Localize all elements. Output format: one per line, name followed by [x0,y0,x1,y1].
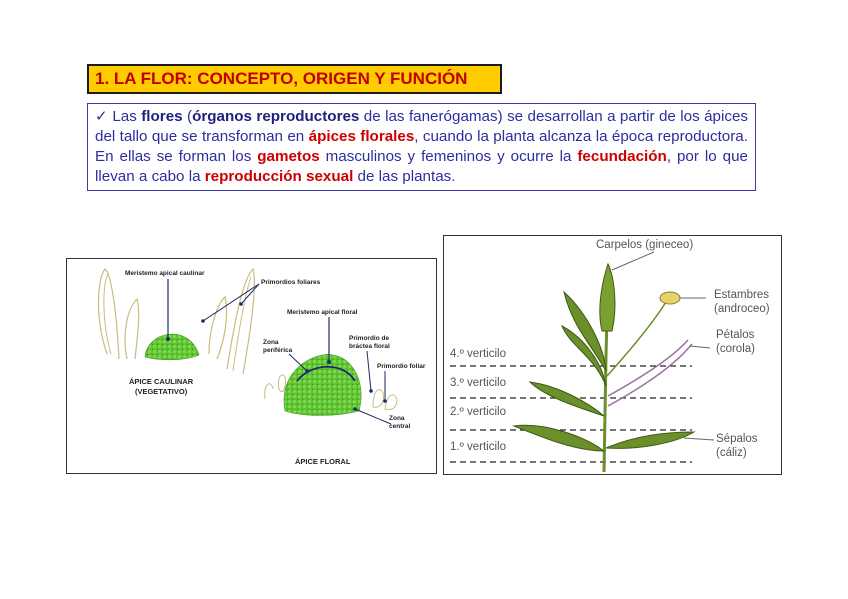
keyword-reproduccion-sexual: reproducción sexual [205,168,354,185]
text-segment: Las [108,108,141,125]
label-line: Sépalos [716,433,758,445]
caption-line: (VEGETATIVO) [135,387,187,396]
label-line: Estambres [714,289,769,301]
text-segment: ( [183,108,192,125]
label-carpelos: Carpelos (gineceo) [596,239,693,251]
text-segment: masculinos y femeninos y ocurre la [320,148,578,165]
label-line: Pétalos [716,329,754,341]
definition-paragraph: ✓ Las flores (órganos reproductores de l… [87,103,756,191]
caption-apice-caulinar: ÁPICE CAULINAR(VEGETATIVO) [129,377,193,397]
label-meristemo-caulinar: Meristemo apical caulinar [125,270,204,277]
label-line: (androceo) [714,303,770,315]
label-meristemo-floral: Meristemo apical floral [287,309,357,316]
label-verticilo-2: 2.º verticilo [450,406,506,418]
keyword-apices-florales: ápices florales [309,128,415,145]
check-mark-icon: ✓ [95,108,108,125]
label-sepalos: Sépalos (cáliz) [716,432,758,460]
label-line: Zona [389,415,405,422]
label-line: Zona [263,339,279,346]
apex-diagram-figure: Meristemo apical caulinar Primordios fol… [66,258,437,474]
label-line: bráctea floral [349,343,390,350]
caption-line: ÁPICE CAULINAR [129,377,193,386]
label-line: periférica [263,347,292,354]
label-line: (cáliz) [716,447,747,459]
label-line: Primordio de [349,335,389,342]
label-petalos: Pétalos (corola) [716,328,755,356]
label-verticilo-3: 3.º verticilo [450,377,506,389]
label-line: central [389,423,410,430]
caption-apice-floral: ÁPICE FLORAL [295,457,350,466]
text-segment: de las plantas. [353,168,455,185]
label-primordios-foliares: Primordios foliares [261,279,320,286]
label-verticilo-4: 4.º verticilo [450,348,506,360]
label-estambres: Estambres (androceo) [714,288,770,316]
keyword-fecundacion: fecundación [577,148,666,165]
keyword-gametos: gametos [257,148,319,165]
section-title-box: 1. LA FLOR: CONCEPTO, ORIGEN Y FUNCIÓN [87,64,502,94]
section-title: 1. LA FLOR: CONCEPTO, ORIGEN Y FUNCIÓN [95,69,467,89]
label-verticilo-1: 1.º verticilo [450,441,506,453]
label-primordio-foliar: Primordio foliar [377,363,425,370]
keyword-flores: flores [141,108,182,125]
label-line: (corola) [716,343,755,355]
keyword-organos-reproductores: órganos reproductores [192,108,359,125]
flower-whorls-figure: Carpelos (gineceo) Estambres (androceo) P… [443,235,782,475]
